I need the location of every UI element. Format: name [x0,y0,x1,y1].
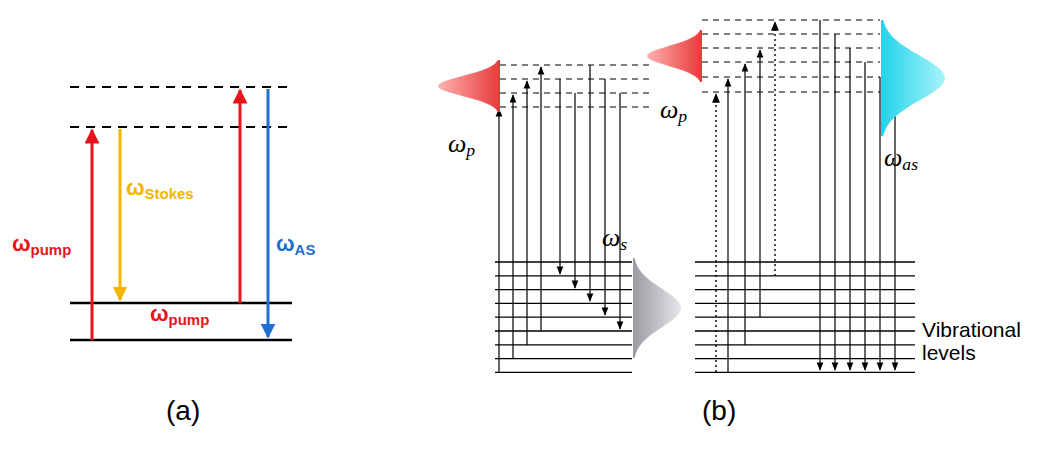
virtual-level [500,78,650,79]
frequency-label: ωpump [150,302,209,328]
vibrational-level [495,317,632,318]
vibrational-level [495,344,632,345]
transition-arrow [512,95,513,359]
ground-level [70,339,292,342]
virtual-level [702,47,880,48]
transition-arrow [498,109,499,373]
transition-arrow [267,89,270,337]
vibrational-level [70,302,292,305]
transition-arrow [119,129,122,300]
panel-label: (b) [702,396,736,427]
pulse-spectrum [438,60,500,112]
transition-arrow [894,92,895,370]
transition-arrow [619,93,620,329]
virtual-level [702,91,880,92]
vibrational-level [495,372,632,373]
transition-arrow [834,34,835,370]
transition-arrow [727,79,728,372]
transition-arrow [559,79,560,274]
frequency-label: ωs [602,224,627,255]
virtual-level [702,61,880,62]
virtual-level [500,64,650,65]
frequency-label: ωp [448,130,475,161]
transition-arrow [864,62,865,370]
virtual-level [70,126,292,128]
vibrational-level [495,303,632,304]
transition-arrow [589,65,590,301]
frequency-label: ωAS [276,232,315,258]
axis-note: Vibrational levels [922,318,1047,364]
transition-arrow [819,20,820,370]
vibrational-level [495,261,632,262]
vibrational-level [495,358,632,359]
frequency-label: ωas [884,144,918,175]
pulse-spectrum [647,30,702,82]
frequency-label: ωStokes [126,176,194,202]
vibrational-level [495,289,632,290]
transition-arrow [879,77,880,370]
transition-arrow [849,48,850,370]
transition-arrow [574,93,575,288]
panel-label: (a) [166,396,200,427]
transition-arrow [715,94,716,372]
transition-arrow [744,64,745,345]
virtual-level [702,33,880,34]
virtual-level [70,86,292,88]
vibrational-level [495,275,632,276]
pulse-spectrum [881,20,945,136]
frequency-label: ωpump [12,232,71,258]
virtual-level [702,19,880,20]
transition-arrow [91,130,94,340]
frequency-label: ωp [660,96,687,127]
transition-arrow [540,67,541,331]
transition-arrow [604,79,605,315]
transition-arrow [526,81,527,345]
transition-arrow [759,50,760,317]
transition-arrow [774,22,775,276]
pulse-spectrum [633,258,681,358]
virtual-level [702,76,880,77]
vibrational-level [495,330,632,331]
transition-arrow [239,90,242,303]
